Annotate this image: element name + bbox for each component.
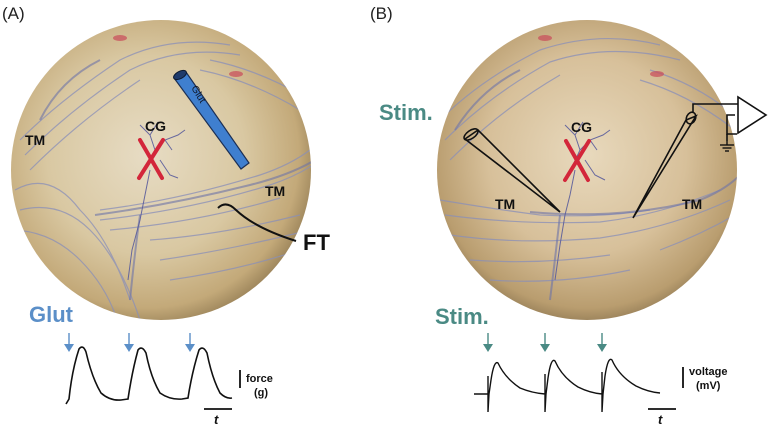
stim-arrows xyxy=(483,333,607,352)
time-scale-label-b: t xyxy=(658,412,663,427)
dish-a xyxy=(10,20,320,330)
tm-label-left-a: TM xyxy=(25,132,45,148)
voltage-scale-label: voltage xyxy=(689,366,728,378)
cg-label-b: CG xyxy=(571,119,592,135)
force-trace xyxy=(66,347,232,404)
force-scale-unit: (g) xyxy=(254,387,268,399)
time-scale-label-a: t xyxy=(214,412,219,427)
voltage-scale-unit: (mV) xyxy=(696,380,721,392)
panel-b: (B) xyxy=(370,4,766,427)
voltage-trace xyxy=(474,359,660,412)
glut-trace-title: Glut xyxy=(29,302,74,327)
panel-b-label: (B) xyxy=(370,4,393,23)
stim-trace-title: Stim. xyxy=(435,304,489,329)
dish-b xyxy=(437,20,740,320)
tm-label-left-b: TM xyxy=(495,196,515,212)
tm-label-right-b: TM xyxy=(682,196,702,212)
force-scale-label: force xyxy=(246,373,273,385)
tm-label-right-a: TM xyxy=(265,183,285,199)
stim-electrode-label: Stim. xyxy=(379,100,433,125)
ft-label: FT xyxy=(303,230,330,255)
panel-a-label: (A) xyxy=(2,4,25,23)
panel-a: (A) xyxy=(2,4,330,427)
cg-label-a: CG xyxy=(145,118,166,134)
glut-arrows xyxy=(64,333,195,352)
